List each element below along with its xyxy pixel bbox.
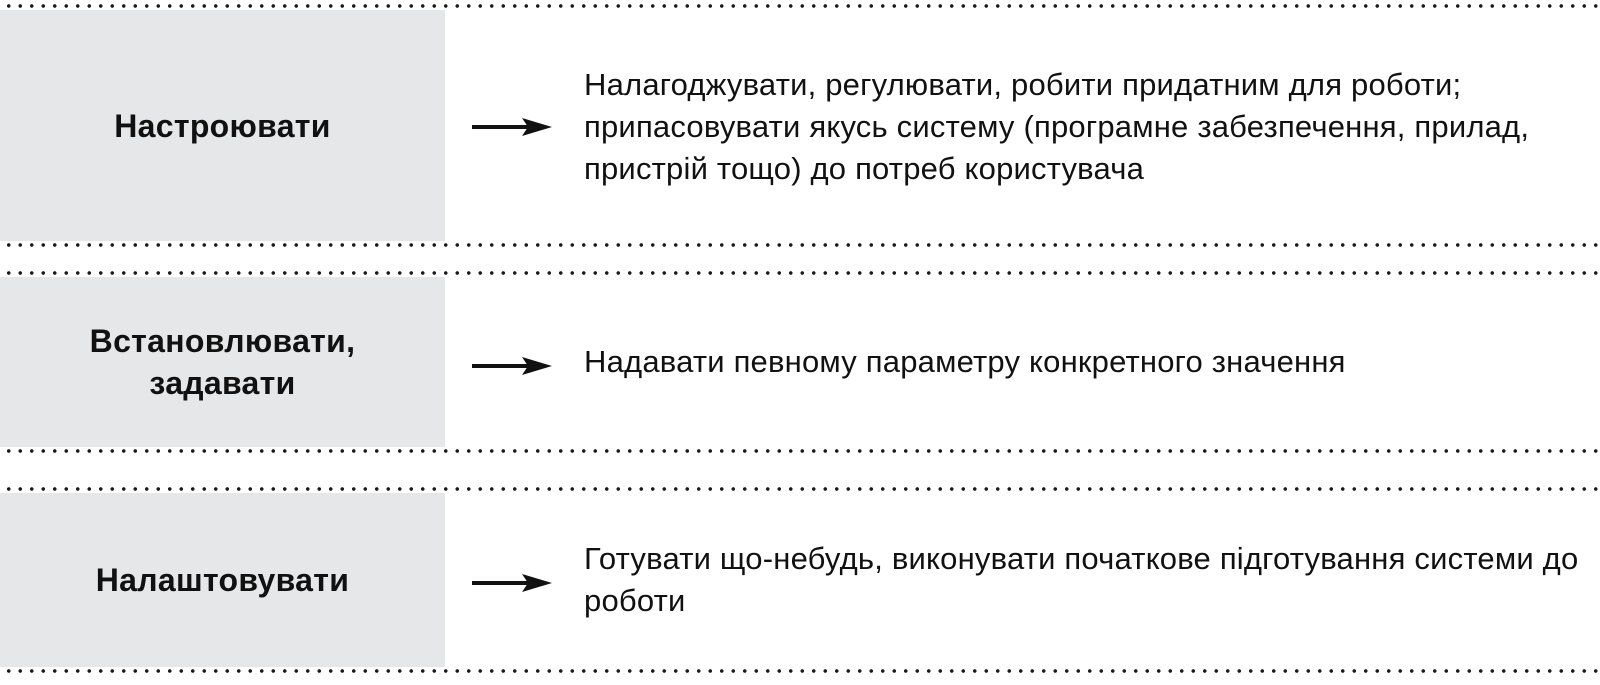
arrow-right-icon	[472, 574, 552, 592]
dotted-divider-top	[0, 4, 1600, 8]
term-label: Настроювати	[114, 107, 331, 144]
term-row: Налаштовувати Готувати що-небудь, викону…	[0, 493, 1600, 667]
term-cell: Налаштовувати	[0, 493, 445, 667]
term-label: Налаштовувати	[95, 562, 350, 598]
term-cell: Встановлювати, задавати	[0, 277, 445, 447]
definition-text: Налагоджувати, регулювати, робити придат…	[584, 67, 1530, 186]
arrow-right-icon	[472, 118, 552, 136]
term-cell: Настроювати	[0, 10, 445, 241]
arrow-right-icon	[472, 357, 552, 375]
dotted-divider-2a	[0, 449, 1600, 453]
dotted-divider-1a	[0, 243, 1600, 247]
term-row: Настроювати Налагоджувати, регулювати, р…	[0, 10, 1600, 241]
dotted-divider-bottom	[0, 669, 1600, 673]
term-label: Встановлювати, задавати	[89, 323, 356, 401]
definition-text: Готувати що-небудь, виконувати початкове…	[584, 541, 1579, 618]
term-row: Встановлювати, задавати Надавати певному…	[0, 277, 1600, 447]
dotted-divider-1b	[0, 271, 1600, 275]
definition-text: Надавати певному параметру конкретного з…	[584, 344, 1346, 379]
dotted-divider-2b	[0, 487, 1600, 491]
